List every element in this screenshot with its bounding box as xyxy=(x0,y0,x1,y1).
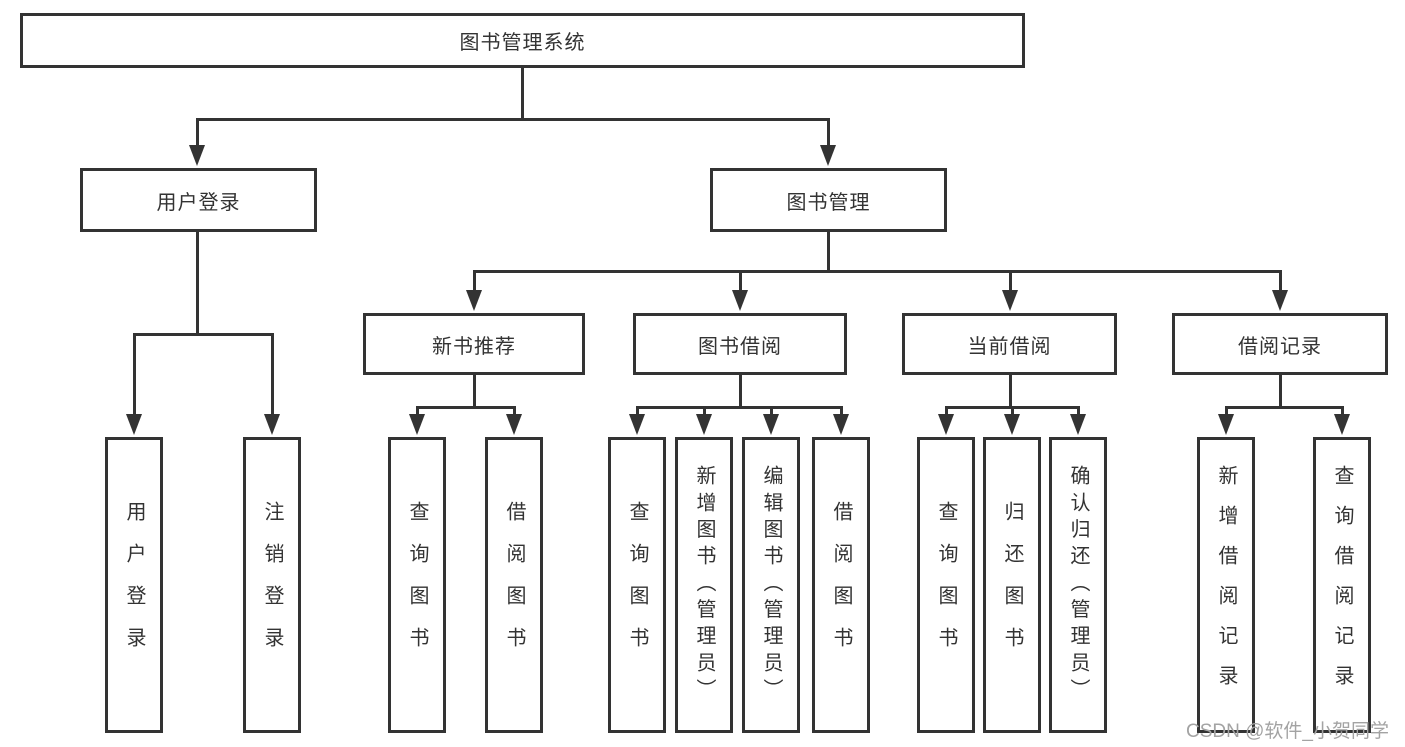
leaf-label: 查询借阅记录 xyxy=(1331,465,1353,705)
node-new-book-recommend: 新书推荐 xyxy=(363,313,585,375)
node-borrow-records: 借阅记录 xyxy=(1172,313,1388,375)
connector-vline xyxy=(635,406,639,419)
arrowhead-down-icon xyxy=(409,414,425,435)
node-label: 用户登录 xyxy=(156,191,241,214)
arrowhead-down-icon xyxy=(1334,414,1350,435)
leaf-query-books-recommend: 查询图书 xyxy=(388,437,446,733)
arrowhead-down-icon xyxy=(466,290,482,311)
leaf-label: 确认归还（管理员） xyxy=(1067,465,1089,705)
arrowhead-down-icon xyxy=(1002,290,1018,311)
node-label: 当前借阅 xyxy=(967,335,1052,358)
arrowhead-down-icon xyxy=(1218,414,1234,435)
leaf-confirm-return-admin: 确认归还（管理员） xyxy=(1049,437,1107,733)
node-label: 新书推荐 xyxy=(432,335,516,358)
connector-vline xyxy=(415,406,419,419)
connector-vline xyxy=(826,232,830,273)
leaf-label: 借阅图书 xyxy=(830,501,852,669)
leaf-label: 新增图书（管理员） xyxy=(693,465,715,705)
leaf-add-borrow-record: 新增借阅记录 xyxy=(1197,437,1255,733)
arrowhead-down-icon xyxy=(1004,414,1020,435)
arrowhead-down-icon xyxy=(833,414,849,435)
connector-vline xyxy=(1076,406,1080,419)
leaf-label: 注销登录 xyxy=(261,501,283,669)
connector-vline xyxy=(944,406,948,419)
connector-vline xyxy=(472,375,476,409)
leaf-borrow-books: 借阅图书 xyxy=(812,437,870,733)
arrowhead-down-icon xyxy=(696,414,712,435)
leaf-borrow-books-recommend: 借阅图书 xyxy=(485,437,543,733)
leaf-label: 查询图书 xyxy=(406,501,428,669)
leaf-edit-books-admin: 编辑图书（管理员） xyxy=(742,437,800,733)
connector-vline xyxy=(132,333,136,419)
arrowhead-down-icon xyxy=(732,290,748,311)
arrowhead-down-icon xyxy=(1070,414,1086,435)
connector-vline xyxy=(1340,406,1344,419)
arrowhead-down-icon xyxy=(506,414,522,435)
leaf-label: 查询图书 xyxy=(626,501,648,669)
node-label: 图书借阅 xyxy=(698,335,782,358)
node-library-management-system: 图书管理系统 xyxy=(20,13,1025,68)
leaf-label: 新增借阅记录 xyxy=(1215,465,1237,705)
node-current-borrow: 当前借阅 xyxy=(902,313,1117,375)
connector-vline xyxy=(826,118,830,150)
connector-vline xyxy=(738,270,742,295)
leaf-label: 查询图书 xyxy=(935,501,957,669)
node-book-borrow: 图书借阅 xyxy=(633,313,847,375)
leaf-logout: 注销登录 xyxy=(243,437,301,733)
leaf-user-login: 用户登录 xyxy=(105,437,163,733)
connector-vline xyxy=(195,118,199,150)
arrowhead-down-icon xyxy=(1272,290,1288,311)
arrowhead-down-icon xyxy=(126,414,142,435)
connector-vline xyxy=(1278,375,1282,409)
leaf-label: 编辑图书（管理员） xyxy=(760,465,782,705)
arrowhead-down-icon xyxy=(763,414,779,435)
leaf-label: 用户登录 xyxy=(123,501,145,669)
connector-vline xyxy=(472,270,476,295)
connector-hline xyxy=(133,333,274,336)
node-book-management: 图书管理 xyxy=(710,168,947,232)
connector-hline xyxy=(417,406,515,409)
node-user-login: 用户登录 xyxy=(80,168,317,232)
arrowhead-down-icon xyxy=(820,145,836,166)
connector-vline xyxy=(1224,406,1228,419)
connector-vline xyxy=(1008,375,1012,409)
leaf-query-borrow-record: 查询借阅记录 xyxy=(1313,437,1371,733)
leaf-query-books-current: 查询图书 xyxy=(917,437,975,733)
connector-hline xyxy=(473,270,1281,273)
connector-vline xyxy=(195,232,199,336)
connector-hline xyxy=(197,118,829,121)
arrowhead-down-icon xyxy=(264,414,280,435)
connector-vline xyxy=(270,333,274,419)
connector-vline xyxy=(769,406,773,419)
connector-vline xyxy=(702,406,706,419)
arrowhead-down-icon xyxy=(938,414,954,435)
csdn-watermark: CSDN @软件_小贺同学 xyxy=(1186,721,1389,742)
connector-hline xyxy=(1226,406,1343,409)
connector-vline xyxy=(512,406,516,419)
leaf-label: 归还图书 xyxy=(1001,501,1023,669)
node-label: 图书管理 xyxy=(786,191,871,214)
arrowhead-down-icon xyxy=(189,145,205,166)
connector-vline xyxy=(738,375,742,409)
node-label: 借阅记录 xyxy=(1238,335,1322,358)
leaf-query-books: 查询图书 xyxy=(608,437,666,733)
connector-vline xyxy=(839,406,843,419)
connector-vline xyxy=(1008,270,1012,295)
leaf-add-books-admin: 新增图书（管理员） xyxy=(675,437,733,733)
arrowhead-down-icon xyxy=(629,414,645,435)
connector-vline xyxy=(1278,270,1282,295)
leaf-label: 借阅图书 xyxy=(503,501,525,669)
leaf-return-books: 归还图书 xyxy=(983,437,1041,733)
node-label: 图书管理系统 xyxy=(459,32,586,54)
connector-vline xyxy=(520,68,524,121)
connector-vline xyxy=(1010,406,1014,419)
